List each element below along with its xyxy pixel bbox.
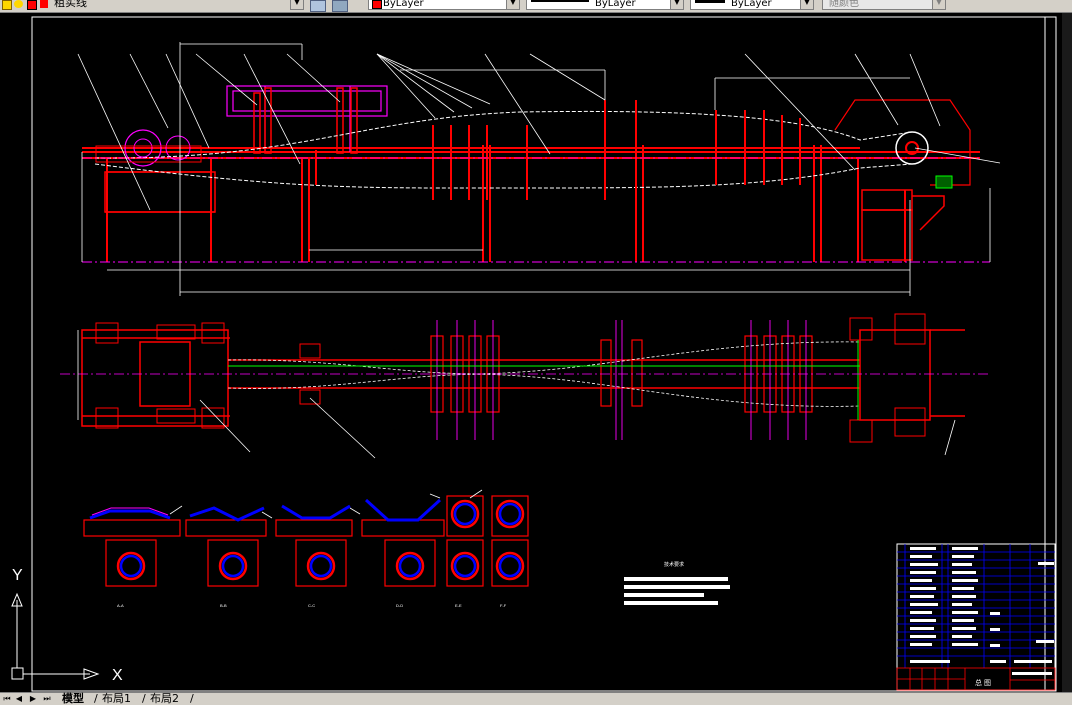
section-label-d: D-D <box>396 603 403 608</box>
next-tab-icon[interactable]: ▶ <box>29 694 37 703</box>
layer-color-icon[interactable] <box>27 0 37 10</box>
ucs-icon <box>11 592 100 680</box>
section-label-b: B-B <box>220 603 227 608</box>
model-space-canvas[interactable]: A-A B-B C-C D-D E-E F-F 技术要求 <box>0 13 1072 692</box>
layer-dropdown[interactable]: ▼ <box>290 0 304 10</box>
tab-model[interactable]: 模型 <box>62 692 84 705</box>
first-tab-icon[interactable]: ⏮ <box>3 694 11 703</box>
chevron-down-icon: ▼ <box>670 0 683 9</box>
layer-state-icon[interactable] <box>2 0 12 10</box>
title-block: 总 图 <box>896 543 1056 691</box>
color-swatch <box>372 0 382 9</box>
tab-separator: / <box>190 692 194 705</box>
chevron-down-icon: ▼ <box>506 0 519 9</box>
linetype-combo-value: ByLayer <box>595 0 636 9</box>
lineweight-combo-value: ByLayer <box>731 0 772 9</box>
layout-tabs-bar: ⏮ ◀ ▶ ⏭ 模型 / 布局1 / 布局2 / <box>0 692 1072 705</box>
tab-layout2[interactable]: 布局2 <box>150 692 179 705</box>
sun-icon[interactable] <box>14 0 23 8</box>
plan-view <box>60 313 990 459</box>
lineweight-combo[interactable]: ByLayer ▼ <box>690 0 814 10</box>
linetype-preview <box>531 0 589 2</box>
color-combo[interactable]: ByLayer ▼ <box>368 0 520 10</box>
chevron-down-icon: ▼ <box>800 0 813 9</box>
ucs-x-label: X <box>112 667 123 684</box>
section-label-a: A-A <box>117 603 124 608</box>
prev-tab-icon[interactable]: ◀ <box>15 694 23 703</box>
make-current-layer-icon[interactable] <box>310 0 326 12</box>
lineweight-preview <box>695 0 725 3</box>
tab-separator: / <box>94 692 98 705</box>
chevron-down-icon: ▼ <box>932 0 945 9</box>
last-tab-icon[interactable]: ⏭ <box>43 694 51 703</box>
drawing-title: 总 图 <box>975 678 991 687</box>
tab-separator: / <box>142 692 146 705</box>
section-views: A-A B-B C-C D-D E-E F-F <box>83 489 529 608</box>
notes-title: 技术要求 <box>664 561 684 568</box>
layer-swatch-icon <box>40 0 48 8</box>
vertical-scrollbar[interactable] <box>1062 13 1072 692</box>
section-label-c: C-C <box>308 603 315 608</box>
technical-notes: 技术要求 <box>624 561 730 605</box>
section-label-f: F-F <box>500 603 507 608</box>
layer-previous-icon[interactable] <box>332 0 348 12</box>
tab-layout1[interactable]: 布局1 <box>102 692 131 705</box>
cad-drawing: A-A B-B C-C D-D E-E F-F 技术要求 <box>11 16 1057 692</box>
properties-toolbar: 粗实线 ▼ ByLayer ▼ ByLayer ▼ ByLayer ▼ 随颜色 … <box>0 0 1072 13</box>
color-combo-value: ByLayer <box>383 0 424 9</box>
ucs-y-label: Y <box>12 567 23 584</box>
layer-name[interactable]: 粗实线 <box>54 0 87 9</box>
section-label-e: E-E <box>455 603 462 608</box>
chevron-down-icon: ▼ <box>290 0 303 9</box>
plotstyle-combo-value: 随颜色 <box>829 0 859 9</box>
elevation-view <box>77 42 1001 296</box>
linetype-combo[interactable]: ByLayer ▼ <box>526 0 684 10</box>
plotstyle-combo: 随颜色 ▼ <box>822 0 946 10</box>
drawing-frame <box>31 16 1057 692</box>
